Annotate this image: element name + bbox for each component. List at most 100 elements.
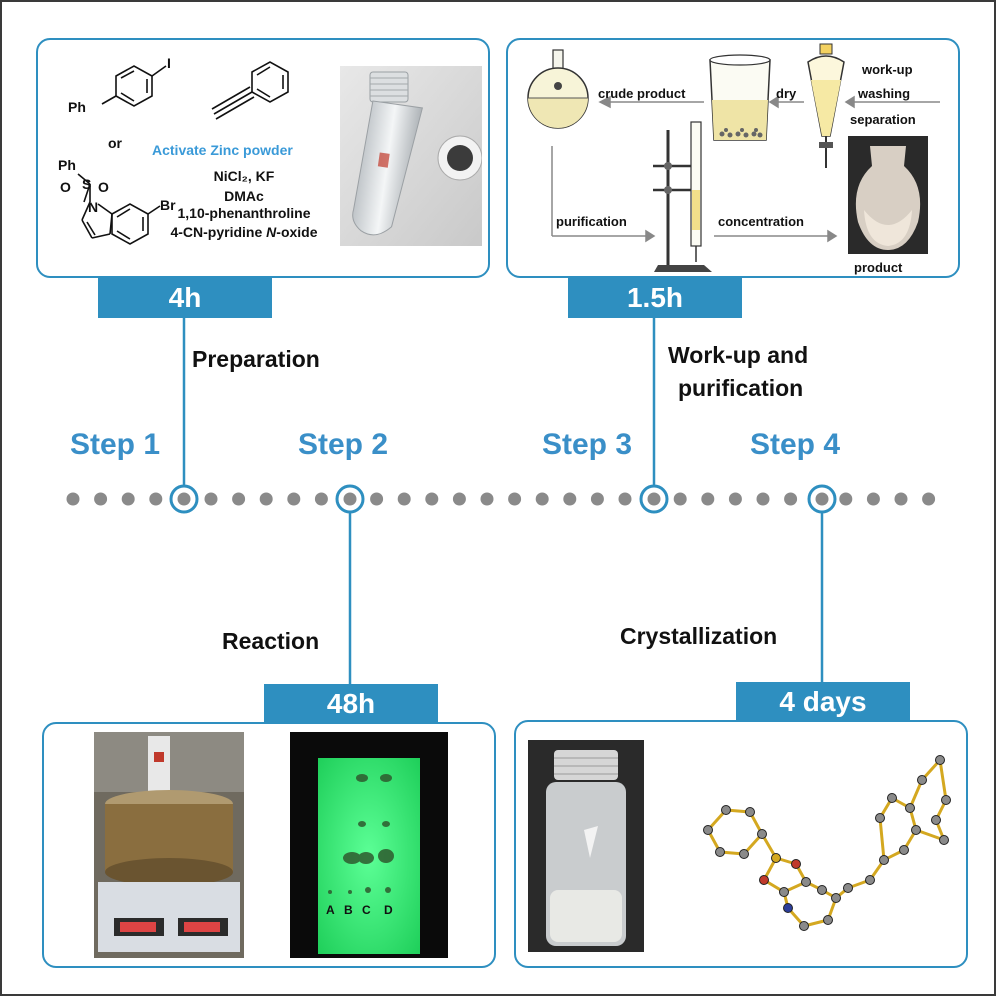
timeline-dot xyxy=(563,492,577,506)
crystal-atom xyxy=(779,887,789,897)
bromo-label: Br xyxy=(160,197,176,213)
reagent-line-3: 1,10-phenanthroline xyxy=(177,205,311,221)
tlc-lane-d: D xyxy=(384,903,393,917)
product-photo xyxy=(848,136,928,254)
step3-caption-line2: purification xyxy=(678,375,804,401)
tlc-plate-photo: A B C D xyxy=(290,732,448,958)
crystal-atom xyxy=(801,877,811,887)
step2-node-dot xyxy=(343,492,357,506)
timeline-dots xyxy=(66,492,936,506)
timeline-dot xyxy=(232,492,246,506)
product-label: product xyxy=(854,260,903,275)
timeline-dot xyxy=(452,492,466,506)
step2-duration: 48h xyxy=(326,688,376,719)
timeline-dot xyxy=(839,492,853,506)
timeline-dot xyxy=(894,492,908,506)
reagent-line-4a: 4-CN-pyridine xyxy=(170,224,267,240)
step2-caption: Reaction xyxy=(222,628,320,654)
crystal-atom xyxy=(887,793,897,803)
crystal-atom xyxy=(771,853,781,863)
timeline-dot xyxy=(149,492,163,506)
step3-label: Step 3 xyxy=(542,428,633,461)
crystal-bond xyxy=(908,778,924,810)
timeline-dot xyxy=(784,492,798,506)
crystal-atom xyxy=(759,875,769,885)
crystal-atom xyxy=(899,845,909,855)
crude-product-label: crude product xyxy=(598,86,686,101)
reaction-photo xyxy=(94,732,244,958)
step2-label: Step 2 xyxy=(298,428,389,461)
timeline-dot xyxy=(425,492,439,506)
nitrogen-label: N xyxy=(88,199,98,215)
crystal-atom xyxy=(799,921,809,931)
crystal-atom xyxy=(757,829,767,839)
sulfur-label: S xyxy=(82,176,91,192)
tlc-lane-c: C xyxy=(362,903,371,917)
iodo-label: I xyxy=(167,55,171,71)
crystal-atom xyxy=(905,803,915,813)
timeline-dot xyxy=(508,492,522,506)
crystal-atom xyxy=(703,825,713,835)
preparation-structures: Ph I or Ph S O O N Br xyxy=(58,55,289,245)
separation-label: separation xyxy=(850,112,916,127)
crystal-atom xyxy=(941,795,951,805)
crystal-atom xyxy=(817,885,827,895)
step3-caption-line1: Work-up and xyxy=(668,342,809,368)
crystal-atom xyxy=(917,775,927,785)
crystal-atom xyxy=(843,883,853,893)
timeline-dot xyxy=(618,492,632,506)
crystal-atom xyxy=(939,835,949,845)
step1-label: Step 1 xyxy=(70,428,161,461)
crystal-atom xyxy=(865,875,875,885)
reagent-line-4: 4-CN-pyridine N-oxide xyxy=(148,224,340,240)
timeline-dot xyxy=(314,492,328,506)
timeline-dot xyxy=(756,492,770,506)
crystal-bond xyxy=(938,758,948,802)
step4-caption: Crystallization xyxy=(620,623,778,649)
crystal-atom xyxy=(831,893,841,903)
timeline-dot xyxy=(94,492,108,506)
timeline-dot xyxy=(728,492,742,506)
step4-node-dot xyxy=(815,492,829,506)
timeline-dot xyxy=(204,492,218,506)
step1-caption: Preparation xyxy=(192,346,320,372)
reagent-line-2: DMAc xyxy=(224,188,264,204)
beaker-icon xyxy=(709,54,771,141)
reagent-line-4c: -oxide xyxy=(276,224,318,240)
crystal-atom xyxy=(879,855,889,865)
round-flask-icon xyxy=(527,49,589,129)
timeline-dot xyxy=(370,492,384,506)
concentration-label: concentration xyxy=(718,214,804,229)
vial-photo xyxy=(528,740,644,952)
workup-schematic: crude product dry work-up washing separa… xyxy=(527,43,940,275)
timeline-dot xyxy=(922,492,936,506)
crystal-atom xyxy=(935,755,945,765)
crystal-atom xyxy=(721,805,731,815)
crystal-atom xyxy=(745,807,755,817)
crystal-atom xyxy=(931,815,941,825)
crystal-atom xyxy=(715,847,725,857)
sealed-tube-photo xyxy=(340,66,482,246)
washing-label: washing xyxy=(857,86,910,101)
tlc-lane-b: B xyxy=(344,903,353,917)
timeline-dot xyxy=(259,492,273,506)
chromatography-column-icon xyxy=(653,121,712,272)
workup-label: work-up xyxy=(861,62,913,77)
step3-duration-tab: 1.5h xyxy=(568,278,742,318)
step1-duration-tab: 4h xyxy=(98,278,272,318)
zinc-powder-label: Activate Zinc powder xyxy=(152,142,293,158)
or-label: or xyxy=(108,135,123,151)
step4-label: Step 4 xyxy=(750,428,841,461)
timeline-dot xyxy=(673,492,687,506)
timeline-dot xyxy=(397,492,411,506)
tlc-lane-a: A xyxy=(326,903,335,917)
timeline-dot xyxy=(590,492,604,506)
step1-duration: 4h xyxy=(168,282,202,313)
crystal-atom xyxy=(739,849,749,859)
oxygen-label-2: O xyxy=(98,179,109,195)
crystal-atom xyxy=(911,825,921,835)
step3-duration: 1.5h xyxy=(626,282,684,313)
crystal-atom xyxy=(783,903,793,913)
ph-label-2: Ph xyxy=(58,157,76,173)
